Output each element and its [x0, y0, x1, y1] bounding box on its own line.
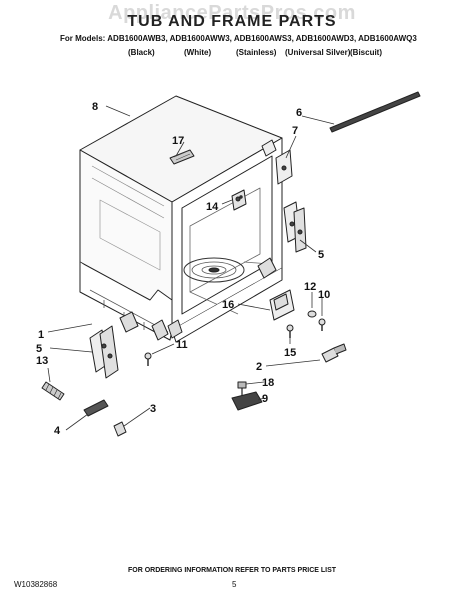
part-16-bracket: [269, 289, 295, 321]
callout-12: 12: [304, 281, 316, 293]
callout-4: 4: [54, 425, 61, 437]
color-variant-stainless: (Stainless): [236, 48, 277, 57]
callout-15: 15: [284, 347, 296, 359]
color-variant-white: (White): [184, 48, 212, 57]
callout-3: 3: [150, 403, 156, 415]
color-variant-biscuit: (Biscuit): [350, 48, 382, 57]
callout-5-right: 5: [318, 249, 324, 261]
callout-9: 9: [262, 393, 268, 405]
part-15-screw: [286, 324, 294, 338]
callout-6: 6: [296, 107, 302, 119]
watermark: AppliancePartsPros.com: [108, 2, 356, 24]
callout-17: 17: [172, 135, 184, 147]
part-10-screw: [318, 318, 326, 331]
models-line: For Models: ADB1600AWB3, ADB1600AWW3, AD…: [60, 34, 417, 43]
callout-18: 18: [262, 377, 274, 389]
callout-5-left: 5: [36, 343, 42, 355]
part-2-connector: [321, 343, 347, 363]
callout-1: 1: [38, 329, 44, 341]
callout-10: 10: [318, 289, 330, 301]
callout-16: 16: [222, 299, 234, 311]
part-5-left-bracket: [89, 325, 119, 379]
tub-assembly: [79, 95, 293, 343]
callout-7: 7: [292, 125, 298, 137]
part-9-bracket: [231, 391, 263, 411]
part-12-washer: [307, 310, 317, 318]
callout-8: 8: [92, 101, 98, 113]
part-11-screw: [144, 352, 152, 366]
part-6-gasket: [329, 91, 421, 133]
document-number: W10382868: [14, 580, 58, 589]
part-13-spring: [41, 381, 65, 401]
part-3-clip: [113, 421, 127, 437]
leader-lines: [47, 105, 335, 431]
callout-13: 13: [36, 355, 48, 367]
page-number: 5: [232, 580, 237, 589]
part-4-pad: [83, 399, 109, 417]
callout-14: 14: [206, 201, 219, 213]
callout-2: 2: [256, 361, 262, 373]
ordering-info-note: FOR ORDERING INFORMATION REFER TO PARTS …: [127, 567, 337, 574]
page-title: TUB AND FRAME PARTS: [127, 13, 337, 30]
callout-11: 11: [176, 339, 188, 351]
part-5-right-bracket: [283, 201, 307, 253]
color-variant-black: (Black): [128, 48, 155, 57]
part-18-switch: [237, 381, 247, 396]
color-variant-universal-silver: (Universal Silver): [285, 48, 351, 57]
